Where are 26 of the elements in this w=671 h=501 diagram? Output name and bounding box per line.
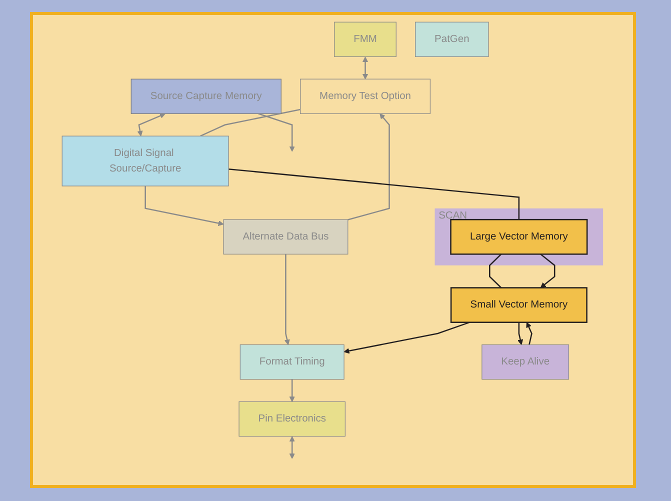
node-box: Digital Signal Source/Capture bbox=[62, 136, 230, 186]
node-box: Format Timing bbox=[240, 344, 345, 380]
node-box: Keep Alive bbox=[482, 344, 570, 380]
node-box: PatGen bbox=[415, 22, 490, 57]
arrow bbox=[540, 254, 556, 288]
connector bbox=[228, 168, 520, 220]
node-box: Large Vector Memory bbox=[450, 218, 588, 255]
arrow bbox=[145, 186, 224, 226]
arrow bbox=[290, 379, 296, 402]
node-box: Small Vector Memory bbox=[450, 287, 588, 323]
arrow bbox=[518, 322, 524, 345]
node-box: Memory Test Option bbox=[300, 78, 431, 114]
arrow bbox=[258, 113, 296, 152]
node-box: Source Capture Memory bbox=[131, 78, 282, 114]
arrow bbox=[290, 436, 296, 459]
node-box: Alternate Data Bus bbox=[224, 219, 349, 254]
connector bbox=[489, 254, 502, 288]
node-box: FMM bbox=[334, 22, 397, 57]
arrow bbox=[284, 254, 290, 345]
connector bbox=[200, 108, 301, 137]
node-box: Pin Electronics bbox=[239, 401, 346, 437]
arrow bbox=[526, 322, 533, 345]
arrow bbox=[138, 113, 166, 136]
arrow bbox=[344, 322, 470, 354]
arrow bbox=[362, 56, 368, 80]
arrow bbox=[348, 113, 390, 220]
